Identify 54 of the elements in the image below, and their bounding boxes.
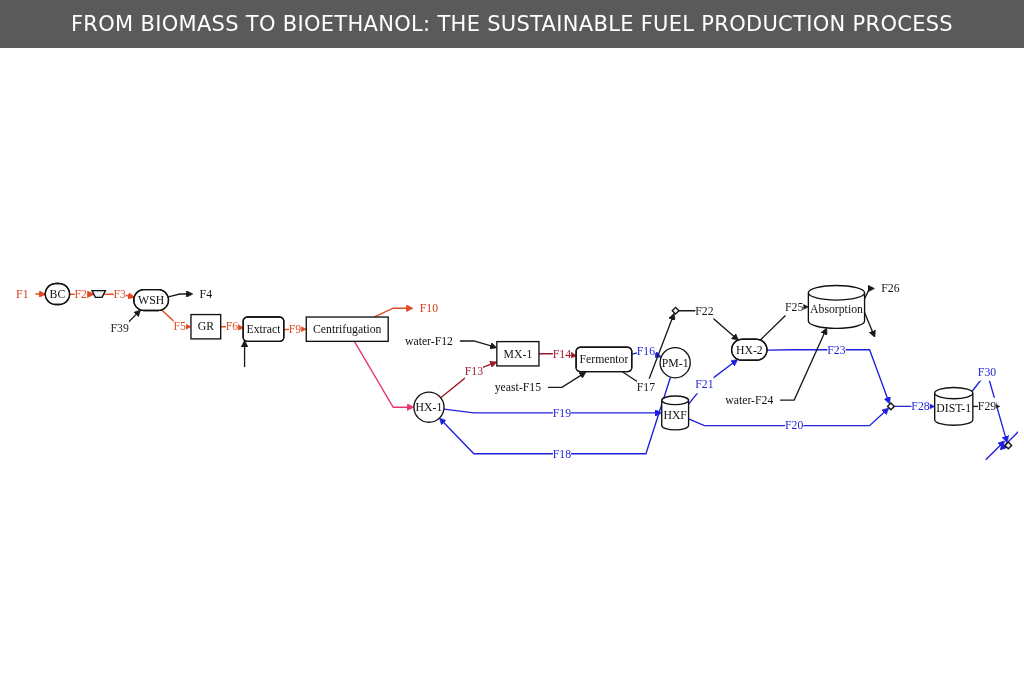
edge-label: F2 — [74, 287, 87, 300]
edge-label: F29 — [977, 399, 997, 413]
node-diamond — [886, 401, 896, 411]
arrow — [677, 309, 739, 341]
node-box: Centrifugation — [305, 315, 389, 342]
edge-label: F16 — [636, 344, 656, 357]
arrow — [353, 340, 415, 411]
node-text: F4 — [199, 287, 213, 300]
node-text: water-F12 — [404, 334, 453, 347]
arrow — [766, 348, 891, 404]
node-text: water-F24 — [725, 393, 774, 406]
arrow — [220, 323, 244, 331]
node-hopper — [90, 289, 107, 298]
node-text: yeast-F15 — [494, 380, 542, 394]
node-diamond — [671, 305, 680, 315]
arrow — [863, 311, 876, 338]
edge-label: F19 — [552, 406, 572, 419]
arrow — [687, 358, 739, 405]
node-text: F26 — [881, 281, 900, 295]
arrow — [863, 284, 875, 299]
edge-label: F3 — [113, 287, 126, 300]
node-diamond — [1004, 440, 1013, 450]
edge-label: F21 — [695, 377, 714, 391]
edge-label: F5 — [173, 319, 186, 333]
node-text: F10 — [419, 301, 439, 315]
arrow — [167, 289, 194, 298]
edge-label: F25 — [785, 300, 804, 313]
arrow — [759, 302, 809, 341]
title-banner: FROM BIOMASS TO BIOETHANOL: THE SUSTAINABLE FUEL PRODUCTION PROCESS — [0, 0, 1024, 48]
edge-label: F6 — [225, 319, 239, 333]
edge-label: F28 — [911, 399, 930, 413]
node-circle: HX-1 — [413, 391, 445, 423]
arrow — [440, 360, 498, 398]
edge-label: F39 — [110, 321, 129, 335]
arrow — [687, 407, 890, 426]
edge-label: F17 — [636, 380, 656, 394]
arrow — [547, 371, 587, 388]
edge-label: F30 — [977, 365, 997, 378]
edge-label: F20 — [785, 418, 804, 432]
edge-label: F18 — [552, 447, 572, 460]
arrow — [999, 429, 1018, 450]
edge-label: F9 — [288, 322, 302, 335]
arrow — [443, 407, 663, 417]
node-circle: PM-1 — [659, 346, 691, 378]
edge-label: F13 — [464, 364, 484, 377]
node-box: MX-1 — [496, 340, 540, 367]
node-text: F1 — [16, 287, 29, 300]
edge-label: F14 — [552, 346, 572, 360]
edge-label: F22 — [695, 303, 714, 317]
node-box: GR — [190, 313, 222, 340]
arrow — [985, 440, 1006, 460]
arrow — [779, 327, 828, 401]
edge-label: F23 — [827, 343, 846, 356]
arrow — [240, 339, 249, 368]
